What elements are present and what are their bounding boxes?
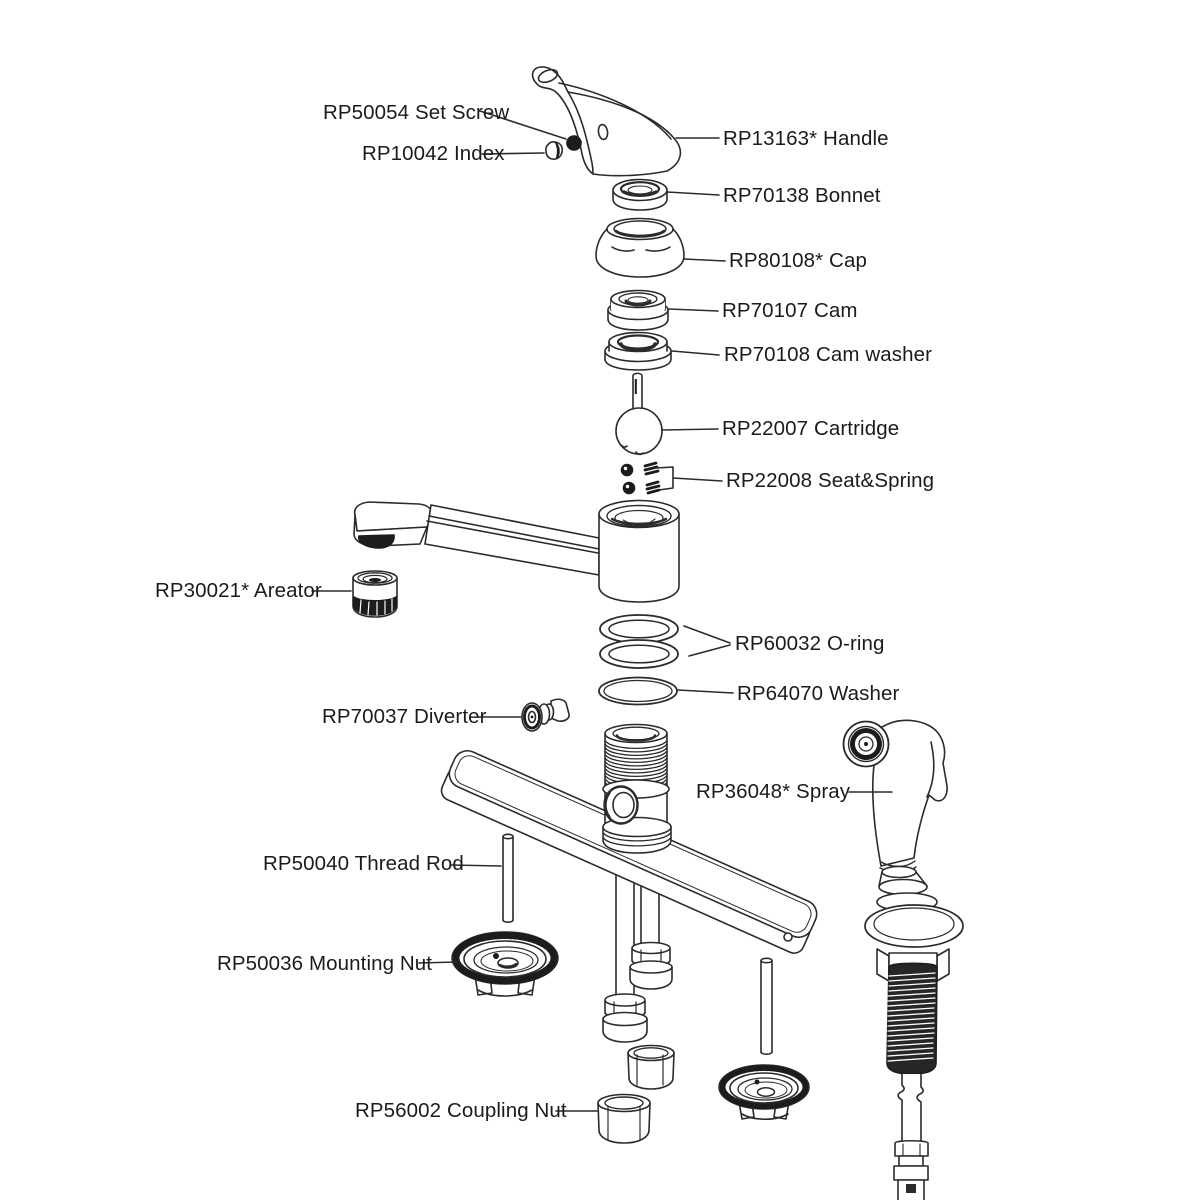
- cartridge-drawing: [615, 372, 663, 456]
- leader-washer: [677, 689, 734, 694]
- label-thread-rod: RP50040 Thread Rod: [263, 852, 464, 875]
- bonnet-drawing: [612, 178, 668, 211]
- index-button-drawing: [545, 141, 564, 160]
- label-index: RP10042 Index: [362, 142, 505, 165]
- label-diverter: RP70037 Diverter: [322, 705, 487, 728]
- spray-drawing: [842, 719, 964, 1200]
- seat-spring-drawing: [620, 461, 661, 495]
- mounting-nut-right-drawing: [718, 1064, 810, 1121]
- leader-o-ring: [683, 625, 731, 657]
- valve-body-drawing: [602, 723, 672, 854]
- mounting-nut-left-drawing: [451, 931, 559, 997]
- o-ring-drawing: [599, 614, 679, 669]
- leader-cartridge: [661, 428, 719, 431]
- leader-thread-rod: [449, 864, 502, 867]
- leader-index: [481, 152, 545, 155]
- cap-drawing: [595, 217, 685, 278]
- cam-drawing: [607, 289, 669, 331]
- leader-seat-spring: [655, 466, 723, 491]
- label-washer: RP64070 Washer: [737, 682, 900, 705]
- set-screw-drawing: [566, 135, 582, 151]
- shank-nuts-drawing: [597, 941, 675, 1144]
- label-set-screw: RP50054 Set Screw: [323, 101, 510, 124]
- label-seat-spring: RP22008 Seat&Spring: [726, 469, 935, 492]
- leader-mounting-nut: [418, 961, 458, 964]
- label-aerator: RP30021* Areator: [155, 579, 322, 602]
- diverter-drawing: [521, 698, 570, 732]
- label-mounting-nut: RP50036 Mounting Nut: [217, 952, 433, 975]
- leader-cam: [668, 308, 719, 312]
- label-cartridge: RP22007 Cartridge: [722, 417, 900, 440]
- washer-drawing: [598, 676, 678, 706]
- label-bonnet: RP70138 Bonnet: [723, 184, 881, 207]
- label-handle: RP13163* Handle: [723, 127, 889, 150]
- label-spray: RP36048* Spray: [696, 780, 851, 803]
- label-cam: RP70107 Cam: [722, 299, 858, 322]
- handle-drawing: [531, 66, 682, 177]
- cam-washer-drawing: [604, 331, 672, 371]
- label-cap: RP80108* Cap: [729, 249, 867, 272]
- aerator-drawing: [352, 570, 398, 618]
- leader-lines: [311, 110, 893, 1112]
- leader-cam-washer: [671, 350, 720, 356]
- leader-cap: [683, 258, 726, 262]
- spout-drawing: [353, 499, 680, 603]
- leader-bonnet: [666, 191, 720, 196]
- leader-set-screw: [479, 110, 567, 140]
- label-o-ring: RP60032 O-ring: [735, 632, 885, 655]
- label-coupling-nut: RP56002 Coupling Nut: [355, 1099, 567, 1122]
- label-cam-washer: RP70108 Cam washer: [724, 343, 933, 366]
